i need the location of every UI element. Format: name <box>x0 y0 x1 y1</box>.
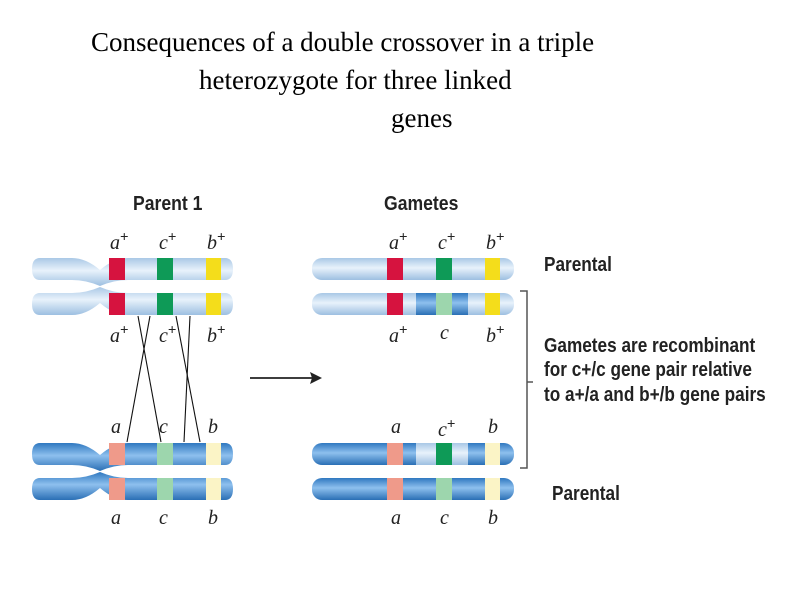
band-b <box>206 478 221 500</box>
gamete-chromosome-4 <box>312 478 514 500</box>
band-a-plus <box>109 258 125 280</box>
gene-label: c+ <box>159 229 177 254</box>
crossover-lines <box>126 315 201 443</box>
gene-label: b <box>208 507 218 529</box>
parent-bottom-bands <box>109 443 221 500</box>
parental-label-bottom: Parental <box>552 483 620 505</box>
band-c-plus <box>157 258 173 280</box>
gene-label: c <box>159 416 168 438</box>
gene-label: c+ <box>159 322 177 347</box>
parent-chromosome-top <box>32 258 233 315</box>
gene-label: a <box>111 416 121 438</box>
gene-label: a+ <box>389 229 408 254</box>
band-c <box>157 478 173 500</box>
band-b-plus <box>206 293 221 315</box>
recombinant-bracket <box>520 290 533 469</box>
gene-label: c <box>159 507 168 529</box>
band-b-plus <box>206 258 221 280</box>
gene-label: b <box>488 507 498 529</box>
band-a-plus <box>109 293 125 315</box>
recombinant-line-3: to a+/a and b+/b gene pairs <box>544 383 766 406</box>
gene-label: c <box>440 322 449 344</box>
title-line-2: heterozygote for three linked <box>199 65 512 95</box>
band-c-plus <box>157 293 173 315</box>
recombinant-line-1: Gametes are recombinant <box>544 335 756 357</box>
gene-label: a+ <box>110 229 129 254</box>
gene-label: a <box>391 416 401 438</box>
parental-label-top: Parental <box>544 254 612 276</box>
band-a <box>109 443 125 465</box>
gene-label: c <box>440 507 449 529</box>
parent-heading: Parent 1 <box>133 193 203 215</box>
gamete-chromosome-2 <box>312 293 514 315</box>
band-b <box>206 443 221 465</box>
gamete-chromosome-3 <box>312 443 514 465</box>
gene-label: b+ <box>486 322 505 347</box>
gene-label: b+ <box>207 322 226 347</box>
parent-top-bands <box>109 258 221 315</box>
gene-label: a <box>111 507 121 529</box>
recombinant-label: Gametes are recombinant for c+/c gene pa… <box>544 334 766 407</box>
gene-label: b+ <box>207 229 226 254</box>
title-line-3: genes <box>391 103 453 133</box>
gene-label: c+ <box>438 416 456 441</box>
gamete-chromosome-1 <box>312 258 514 280</box>
gene-label: a+ <box>110 322 129 347</box>
gene-label: a+ <box>389 322 408 347</box>
gene-label: b <box>488 416 498 438</box>
gene-label: c+ <box>438 229 456 254</box>
band-a <box>109 478 125 500</box>
gene-label: b <box>208 416 218 438</box>
band-c <box>157 443 173 465</box>
gene-label: a <box>391 507 401 529</box>
arrow-icon <box>250 372 322 384</box>
recombinant-line-2: for c+/c gene pair relative <box>544 359 752 382</box>
parent-chromosome-bottom <box>32 443 233 500</box>
title-line-1: Consequences of a double crossover in a … <box>91 27 595 57</box>
gene-label: b+ <box>486 229 505 254</box>
gametes-heading: Gametes <box>384 193 459 215</box>
